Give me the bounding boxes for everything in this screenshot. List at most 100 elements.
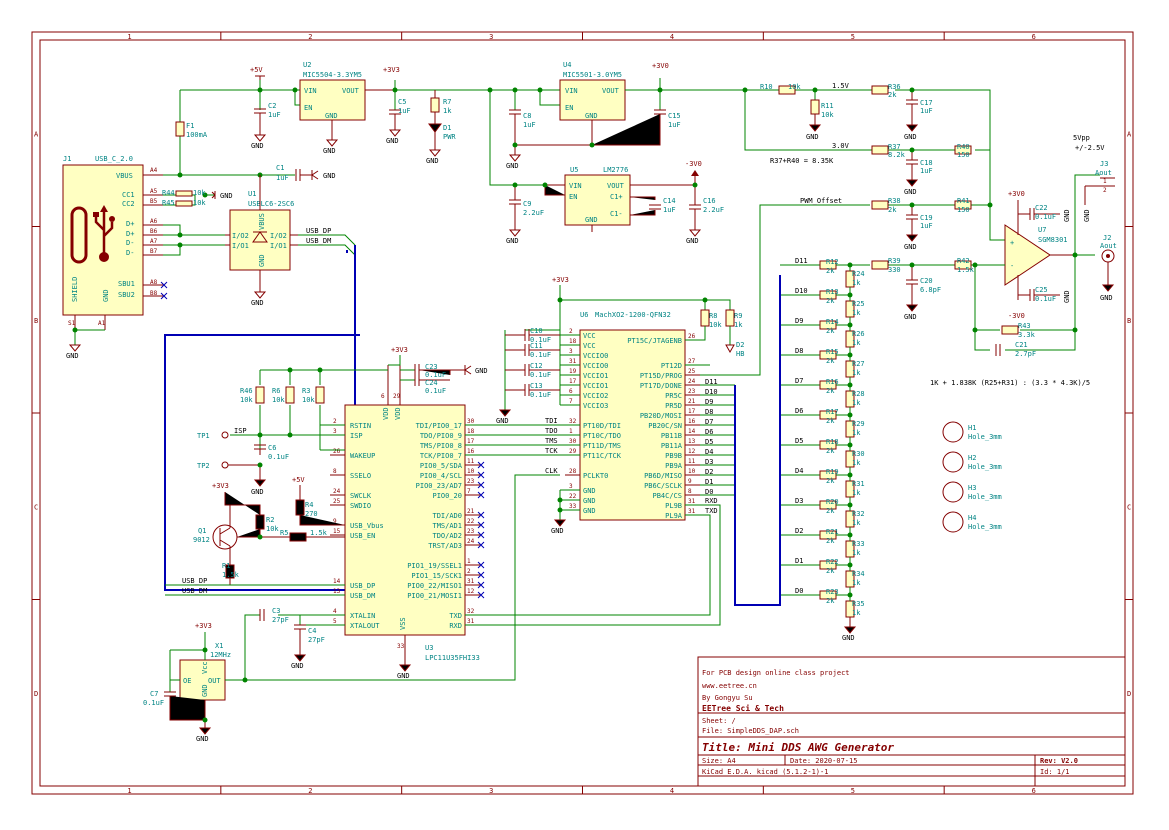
j1-shield-label: SHIELD	[71, 277, 79, 302]
j1-pinnum-a8: A8	[150, 279, 158, 286]
u6-pin-r7: PB20C/SN	[648, 422, 682, 430]
c3-val: 27pF	[272, 616, 289, 624]
u2-pin-vin: VIN	[304, 87, 317, 95]
gnd-label-j2: GND	[1100, 294, 1113, 302]
r42-val: 1.5k	[957, 266, 975, 274]
u1-pin-io1-right: I/O1	[270, 242, 287, 250]
j1-pin-cc2: CC2	[122, 200, 135, 208]
r43-val: 3.3k	[1018, 331, 1036, 339]
u3-pin-r17: RXD	[449, 622, 462, 630]
r14-val: 2k	[826, 327, 835, 335]
u1-ref: U1	[248, 190, 256, 198]
frame-col-top-5: 5	[851, 33, 855, 41]
u1-value: USBLC6-2SC6	[248, 200, 294, 208]
r8-val: 10k	[709, 321, 722, 329]
frame-row-left-C: C	[34, 503, 38, 511]
gnd-label-d1: GND	[426, 157, 439, 165]
u6-pin-r9: PB11A	[661, 442, 683, 450]
ladder-bit-d6: D6	[795, 407, 803, 415]
r19-ref: R19	[826, 468, 839, 476]
gnd-label-c25: GND	[1063, 290, 1071, 303]
u6-pinnum-l9: 1	[569, 428, 573, 435]
u4-pin-gnd: GND	[585, 112, 598, 120]
c8-val: 1uF	[523, 121, 536, 129]
u2-pin-vout: VOUT	[342, 87, 360, 95]
u6-pin-l2: VCCIO0	[583, 352, 608, 360]
r35-ref: R35	[852, 600, 865, 608]
pwr-5v-r4: +5V	[292, 476, 305, 484]
r36-val: 2k	[888, 91, 897, 99]
r6-ref: R6	[272, 387, 280, 395]
c22-val: 0.1uF	[1035, 213, 1056, 221]
u1-pin-io2-right: I/O2	[270, 232, 287, 240]
u3-pinnum-r0: 30	[467, 418, 475, 425]
u3-ref: U3	[425, 644, 433, 652]
u3-value: LPC11U35FHI33	[425, 654, 480, 662]
gnd-label-u6-caps: GND	[496, 417, 509, 425]
u6-pinnum-r2: 25	[688, 368, 696, 375]
reference-dividers: R10 10k R11 10k GND 1.5V 3.0V R36 2k C17…	[742, 82, 991, 240]
j1-pinnum-a7: A7	[150, 238, 158, 245]
u4-value: MIC5501-3.0YM5	[563, 71, 622, 79]
u6-pinnum-r8: 14	[688, 428, 696, 435]
u1-pin-io1-left: I/O1	[232, 242, 249, 250]
u6-net-d8: D8	[705, 408, 713, 416]
net-tms: TMS	[545, 437, 558, 445]
note-r37-r40: R37+R40 = 8.35K	[770, 157, 834, 165]
ladder-bit-d9: D9	[795, 317, 803, 325]
c4-val: 27pF	[308, 636, 325, 644]
r9-ref: R9	[734, 312, 742, 320]
u5-pin-c1n: C1-	[610, 210, 623, 218]
c2-val: 1uF	[268, 111, 281, 119]
c1-val: 1uF	[276, 174, 289, 182]
r5-val: 1.5k	[310, 529, 328, 537]
net-usb-dp-u3: USB_DP	[182, 577, 207, 585]
pwr-3v3-x1: +3V3	[195, 622, 212, 630]
r17-val: 2k	[826, 417, 835, 425]
u6-pin-l11: PT11C/TCK	[583, 452, 622, 460]
tb-company: EETree Sci & Tech	[702, 703, 784, 713]
x1-pin-oe: OE	[183, 677, 191, 685]
u6-pinnum-l1: 18	[569, 338, 577, 345]
j1-pin-sbu1: SBU1	[118, 280, 135, 288]
u3-pinnum-26: 26	[333, 448, 341, 455]
pwr-3v0-u7: +3V0	[1008, 190, 1025, 198]
u6-net-d6: D6	[705, 428, 713, 436]
u3-pin-r2: TMS/PIO0_8	[420, 442, 462, 450]
u4-ref: U4	[563, 61, 571, 69]
u4-pin-en: EN	[565, 104, 573, 112]
pwr-n3v0-u5: -3V0	[685, 160, 702, 168]
r44-ref: R44	[162, 189, 175, 197]
u3-pinnum-r2: 17	[467, 438, 475, 445]
c23-ref: C23	[425, 363, 438, 371]
frame-col-bottom-4: 4	[670, 787, 674, 795]
u6-net-d9: D9	[705, 398, 713, 406]
hole-h4-ref: H4	[968, 514, 976, 522]
u6-pinnum-r7: 16	[688, 418, 696, 425]
j1-pinnum-a1: A1	[98, 320, 106, 327]
gnd-label-j3: GND	[1083, 209, 1091, 222]
c11-val: 0.1uF	[530, 351, 551, 359]
u3-pinnum-5: 5	[333, 618, 337, 625]
capacitor-c1: C1 1uF GND	[245, 164, 336, 182]
j1-gnd-label: GND	[102, 289, 110, 302]
net-clk: CLK	[545, 467, 558, 475]
u6-pin-l5: VCCIO1	[583, 382, 608, 390]
r33-val: 1k	[852, 549, 861, 557]
u7-value: SGM8301	[1038, 236, 1068, 244]
j1-value: USB_C_2.0	[95, 155, 133, 163]
gnd-label-c17: GND	[904, 133, 917, 141]
frame-col-top-2: 2	[308, 33, 312, 41]
d1-value: PWR	[443, 133, 456, 141]
u3-pin-swclk: SWCLK	[350, 492, 372, 500]
ladder-bit-d7: D7	[795, 377, 803, 385]
u6-pin-r1: PT12D	[661, 362, 682, 370]
u6-pinnum-l3: 31	[569, 358, 577, 365]
r36-ref: R36	[888, 83, 901, 91]
u6-pin-r5: PR5D	[665, 402, 682, 410]
frame-row-right-B: B	[1127, 317, 1131, 325]
u1-pin-vbus: VBUS	[258, 213, 266, 230]
frame-row-right-A: A	[1127, 130, 1132, 138]
frame-col-bottom-1: 1	[127, 787, 131, 795]
c9-val: 2.2uF	[523, 209, 544, 217]
